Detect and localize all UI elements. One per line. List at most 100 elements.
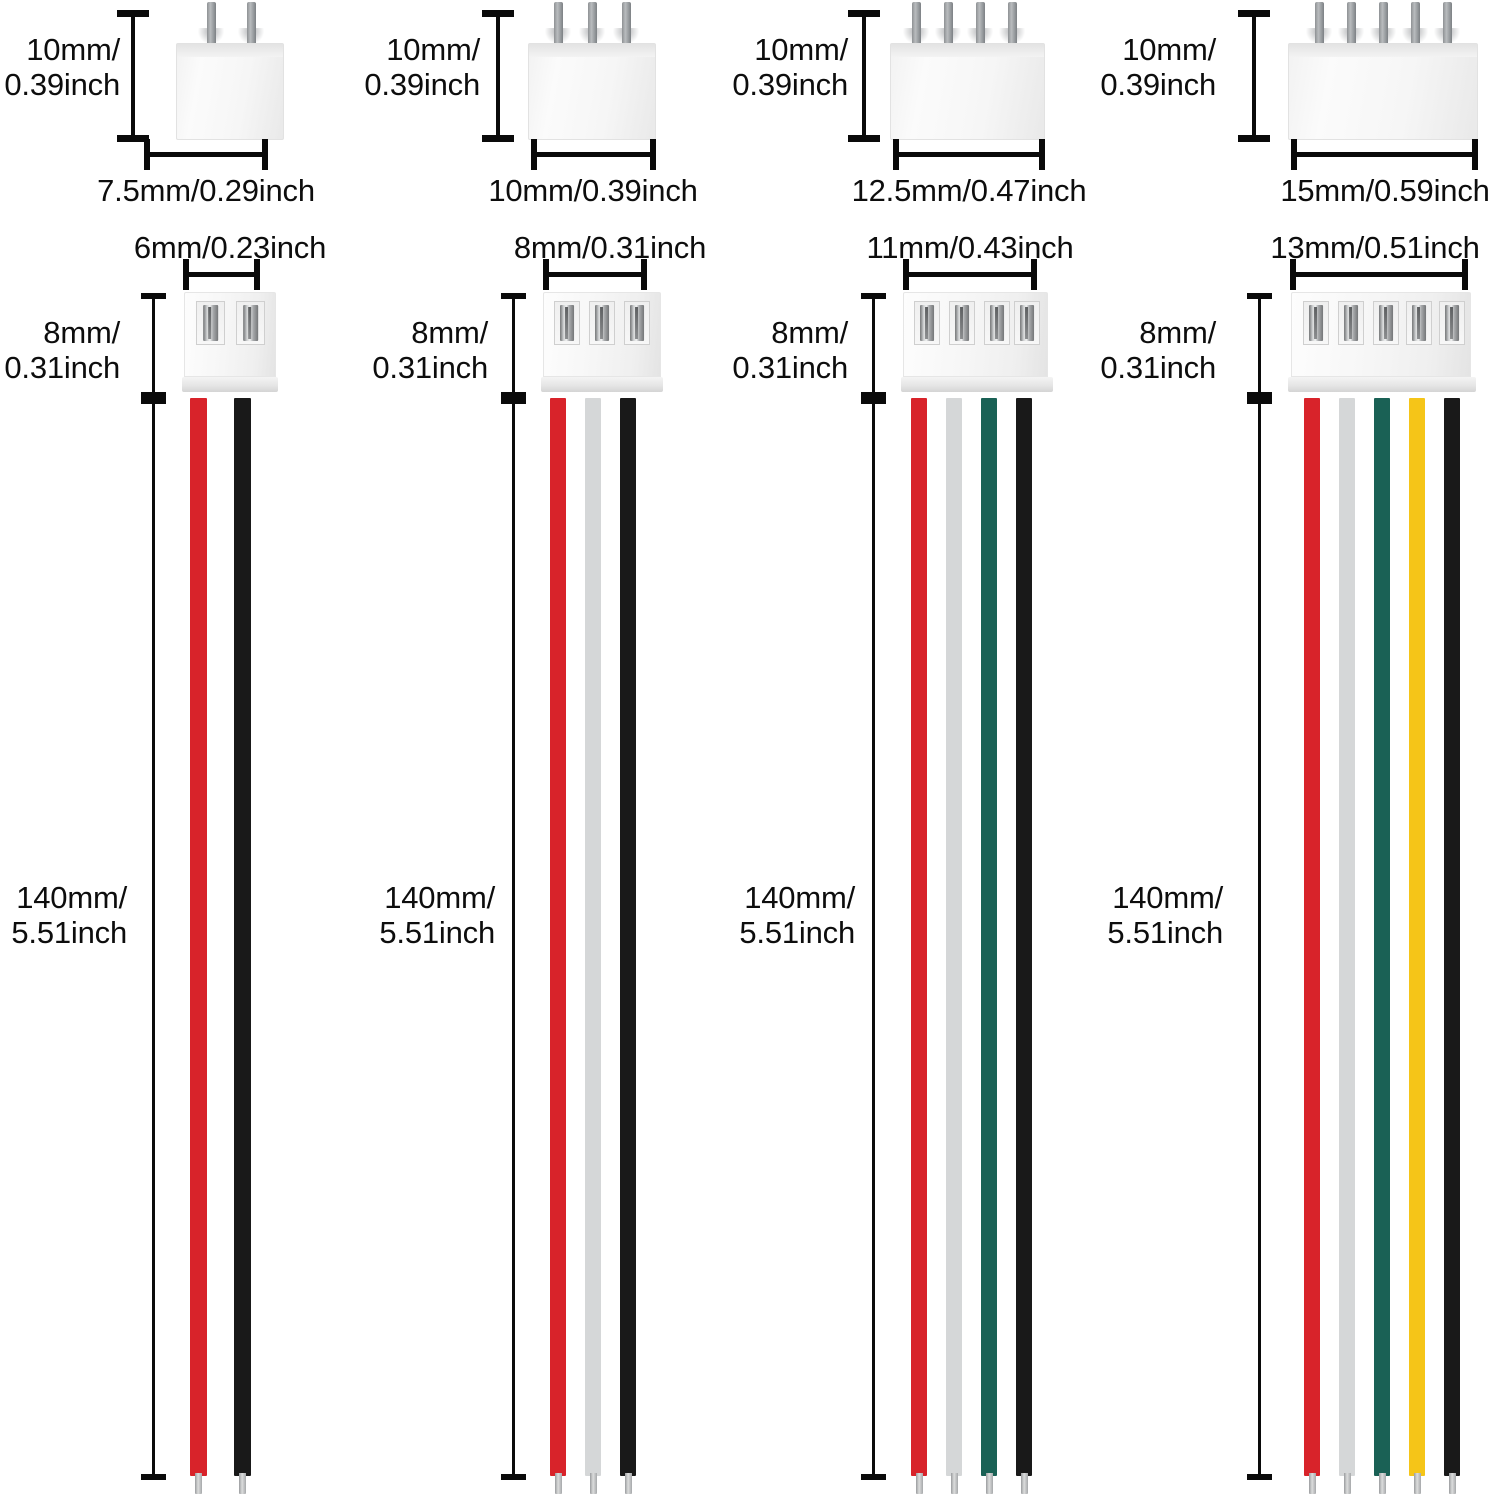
header-5p-width-dimline — [1291, 139, 1478, 170]
header-5p-pin-5 — [1443, 2, 1452, 52]
header-2p-pin-1 — [207, 2, 216, 52]
cable-5p-wire-red — [1304, 398, 1320, 1476]
header-3p-width-dimline — [531, 139, 656, 170]
cable-4p-window-2 — [949, 301, 975, 345]
cable-2p-wire-red — [190, 398, 207, 1476]
cable-3p-tip-black — [625, 1473, 632, 1494]
cable-2p-height-dimline — [141, 293, 166, 398]
cable-4p-width-label: 11mm/0.43inch — [866, 230, 1074, 265]
cable-2p-window-1 — [196, 301, 225, 345]
cable-5p-length-dimline — [1247, 398, 1272, 1480]
header-4p-pin-4 — [1008, 2, 1017, 52]
header-4p-part — [890, 0, 1045, 140]
header-3p-body — [528, 43, 656, 140]
header-5p-body — [1288, 43, 1478, 140]
header-4p-height-dimline — [848, 10, 880, 142]
header-5p-height-dimline — [1238, 10, 1270, 142]
header-3p-pin-2 — [588, 2, 597, 52]
header-2p-width-label: 7.5mm/0.29inch — [97, 173, 315, 208]
cable-4p-wire-white — [946, 398, 962, 1476]
cable-5p-tip-green — [1379, 1473, 1386, 1494]
cable-3p-length-dimline — [501, 398, 526, 1480]
cable-4p-flange — [901, 377, 1053, 392]
cable-5p-window-1 — [1303, 301, 1329, 345]
cable-4p-window-3 — [984, 301, 1010, 345]
cable-3p-plug — [541, 292, 663, 398]
cable-4p-length-label: 140mm/ 5.51inch — [739, 880, 855, 951]
header-2p-part — [176, 0, 284, 140]
cable-4p-wire-red — [911, 398, 927, 1476]
cable-2p-window-2 — [236, 301, 265, 345]
header-5p-pin-1 — [1315, 2, 1324, 52]
header-2p-pin-2 — [247, 2, 256, 52]
header-4p-pin-1 — [912, 2, 921, 52]
cable-4p-window-1 — [914, 301, 940, 345]
cable-4p-wire-black — [1016, 398, 1032, 1476]
cable-4p-height-dimline — [861, 293, 886, 398]
header-4p-width-label: 12.5mm/0.47inch — [851, 173, 1087, 208]
cable-5p-window-5 — [1439, 301, 1465, 345]
cable-5p-tip-white — [1344, 1473, 1351, 1494]
cable-5p-tip-black — [1449, 1473, 1456, 1494]
cable-3p-height-dimline — [501, 293, 526, 398]
cable-3p-flange — [541, 377, 663, 392]
header-5p-pin-3 — [1379, 2, 1388, 52]
cable-5p-window-2 — [1338, 301, 1364, 345]
cable-5p-width-dimline — [1290, 259, 1468, 290]
header-5p-pin-2 — [1347, 2, 1356, 52]
header-2p-height-label: 10mm/ 0.39inch — [4, 32, 120, 103]
cable-5p-tip-red — [1309, 1473, 1316, 1494]
cable-3p-length-label: 140mm/ 5.51inch — [379, 880, 495, 951]
cable-3p-wire-white — [585, 398, 601, 1476]
header-4p-body — [890, 43, 1045, 140]
cable-4p-width-dimline — [903, 259, 1037, 290]
header-3p-part — [528, 0, 656, 140]
header-3p-pin-3 — [622, 2, 631, 52]
cable-5p-tip-yellow — [1414, 1473, 1421, 1494]
header-4p-pin-2 — [944, 2, 953, 52]
cable-3p-width-label: 8mm/0.31inch — [513, 230, 707, 265]
header-5p-width-label: 15mm/0.59inch — [1280, 173, 1490, 208]
cable-3p-tip-red — [555, 1473, 562, 1494]
header-4p-pin-3 — [976, 2, 985, 52]
cable-5p-width-label: 13mm/0.51inch — [1270, 230, 1480, 265]
cable-3p-wire-red — [550, 398, 566, 1476]
header-3p-height-label: 10mm/ 0.39inch — [364, 32, 480, 103]
cable-5p-window-3 — [1373, 301, 1399, 345]
header-2p-height-dimline — [117, 10, 149, 142]
cable-2p-tip-red — [195, 1473, 202, 1494]
cable-4p-tip-red — [916, 1473, 923, 1494]
cable-5p-plug — [1288, 292, 1476, 398]
cable-4p-height-label: 8mm/ 0.31inch — [732, 315, 848, 386]
cable-3p-height-label: 8mm/ 0.31inch — [372, 315, 488, 386]
cable-5p-wire-white — [1339, 398, 1355, 1476]
cable-2p-length-label: 140mm/ 5.51inch — [11, 880, 127, 951]
cable-3p-window-3 — [624, 301, 650, 345]
header-3p-width-label: 10mm/0.39inch — [488, 173, 698, 208]
cable-4p-length-dimline — [861, 398, 886, 1480]
header-5p-pin-4 — [1411, 2, 1420, 52]
cable-3p-window-1 — [554, 301, 580, 345]
cable-2p-height-label: 8mm/ 0.31inch — [4, 315, 120, 386]
cable-3p-window-2 — [589, 301, 615, 345]
cable-2p-width-dimline — [183, 259, 260, 290]
header-4p-width-dimline — [893, 139, 1045, 170]
cable-4p-tip-black — [1021, 1473, 1028, 1494]
cable-4p-tip-white — [951, 1473, 958, 1494]
cable-5p-height-dimline — [1247, 293, 1272, 398]
cable-4p-plug — [901, 292, 1053, 398]
cable-5p-wire-black — [1444, 398, 1460, 1476]
header-2p-body — [176, 43, 284, 140]
cable-5p-length-label: 140mm/ 5.51inch — [1107, 880, 1223, 951]
cable-2p-flange — [182, 377, 278, 392]
cable-3p-tip-white — [590, 1473, 597, 1494]
cable-4p-tip-green — [986, 1473, 993, 1494]
header-5p-height-label: 10mm/ 0.39inch — [1100, 32, 1216, 103]
cable-4p-window-4 — [1014, 301, 1040, 345]
cable-2p-length-dimline — [141, 398, 166, 1480]
cable-5p-wire-green — [1374, 398, 1390, 1476]
cable-4p-wire-green — [981, 398, 997, 1476]
header-3p-height-dimline — [482, 10, 514, 142]
header-4p-height-label: 10mm/ 0.39inch — [732, 32, 848, 103]
